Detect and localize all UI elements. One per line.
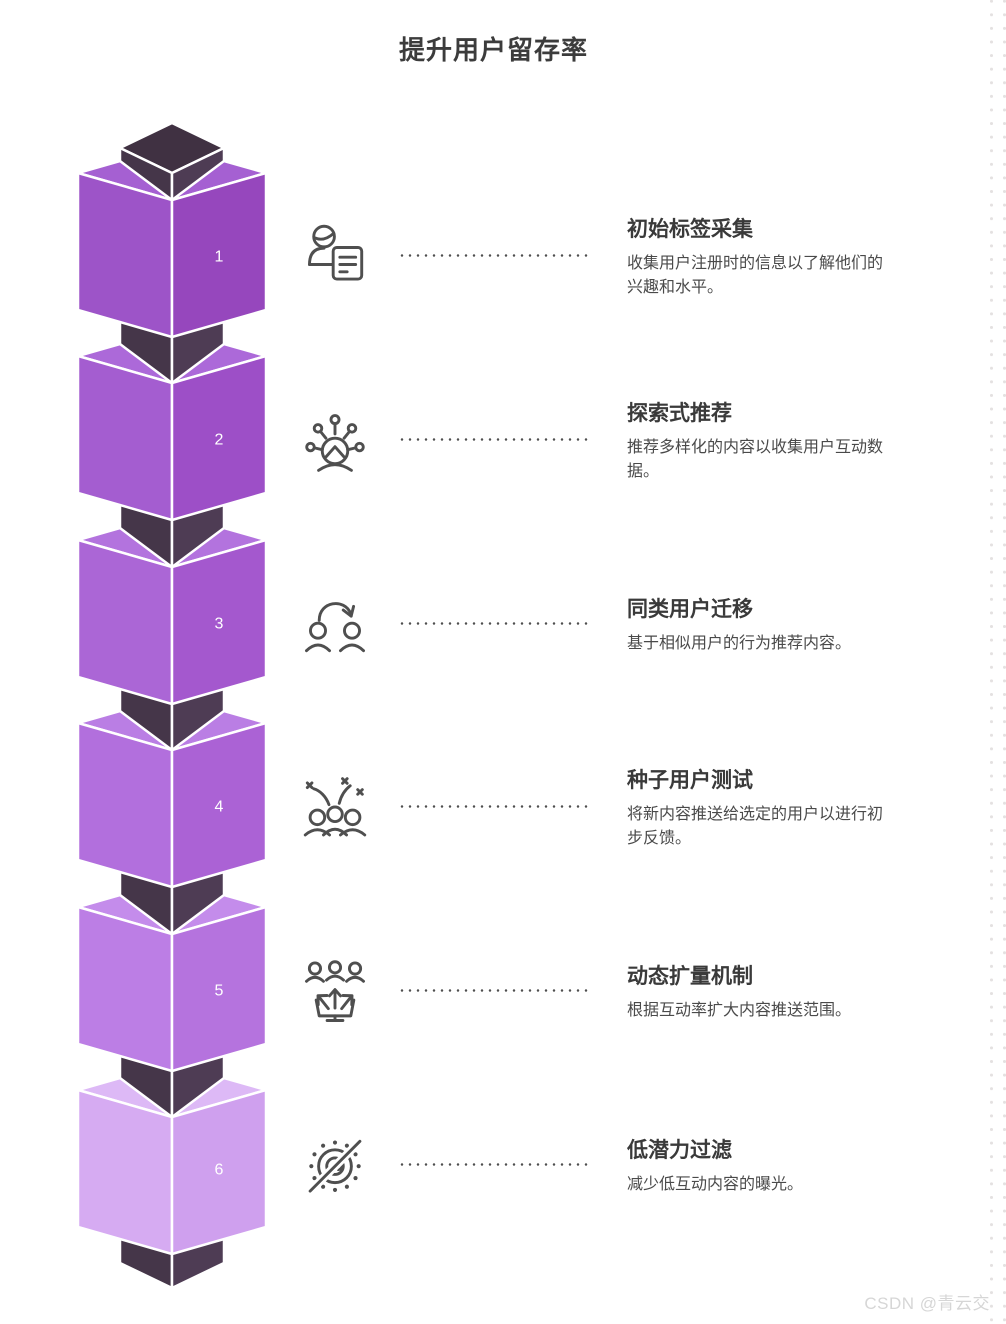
dotted-connector (398, 254, 590, 257)
audience-sparkles-icon (303, 777, 367, 837)
step-row-6: 低潜力过滤 减少低互动内容的曝光。 (0, 1105, 1006, 1225)
block-6-number: 6 (215, 1162, 224, 1179)
user-profile-card-icon (308, 224, 364, 281)
block-1: 1 (76, 159, 268, 339)
broadcast-expand-screen-icon (305, 960, 365, 1022)
step-4-description: 将新内容推送给选定的用户以进行初步反馈。 (627, 805, 884, 847)
block-4-right-face (170, 721, 268, 889)
block-4: 4 (76, 709, 268, 889)
step-2-text: 探索式推荐 推荐多样化的内容以收集用户互动数据。 (627, 380, 937, 500)
step-3-icon-box (301, 590, 369, 658)
block-2-number: 2 (215, 432, 224, 449)
block-1-right-face (170, 171, 268, 339)
step-2-title: 探索式推荐 (627, 401, 732, 425)
user-migration-arrow-icon (305, 602, 365, 653)
step-4-text: 种子用户测试 将新内容推送给选定的用户以进行初步反馈。 (627, 747, 937, 867)
step-row-4: 种子用户测试 将新内容推送给选定的用户以进行初步反馈。 (0, 747, 1006, 867)
dotted-connector (398, 622, 590, 625)
step-6-text: 低潜力过滤 减少低互动内容的曝光。 (627, 1105, 937, 1225)
step-row-5: 动态扩量机制 根据互动率扩大内容推送范围。 (0, 931, 1006, 1051)
step-2-icon-box (301, 406, 369, 474)
step-4-icon-box (301, 773, 369, 841)
block-1-number: 1 (215, 249, 224, 266)
step-row-2: 探索式推荐 推荐多样化的内容以收集用户互动数据。 (0, 380, 1006, 500)
block-5-right-face (170, 905, 268, 1073)
block-5: 5 (76, 893, 268, 1073)
block-4-number: 4 (215, 799, 224, 816)
step-1-text: 初始标签采集 收集用户注册时的信息以了解他们的兴趣和水平。 (627, 196, 937, 316)
step-3-description: 基于相似用户的行为推荐内容。 (627, 634, 852, 652)
step-row-3: 同类用户迁移 基于相似用户的行为推荐内容。 (0, 564, 1006, 684)
dotted-connector (398, 438, 590, 441)
block-6-right-face (170, 1088, 268, 1256)
step-2-description: 推荐多样化的内容以收集用户互动数据。 (627, 438, 884, 480)
dotted-connector (398, 989, 590, 992)
step-1-icon-box (301, 222, 369, 290)
step-1-description: 收集用户注册时的信息以了解他们的兴趣和水平。 (627, 254, 884, 296)
block-3-number: 3 (215, 616, 224, 633)
dotted-connector (398, 1163, 590, 1166)
step-5-icon-box (301, 957, 369, 1025)
block-3-right-face (170, 538, 268, 706)
block-5-number: 5 (215, 983, 224, 1000)
step-5-description: 根据互动率扩大内容推送范围。 (627, 1001, 852, 1019)
step-row-1: 初始标签采集 收集用户注册时的信息以了解他们的兴趣和水平。 (0, 196, 1006, 316)
block-3: 3 (76, 526, 268, 706)
step-3-title: 同类用户迁移 (627, 597, 753, 621)
idea-network-user-icon (305, 414, 365, 472)
block-2-right-face (170, 354, 268, 522)
dotted-connector (398, 805, 590, 808)
step-5-text: 动态扩量机制 根据互动率扩大内容推送范围。 (627, 931, 937, 1051)
page-title: 提升用户留存率 (398, 35, 588, 65)
step-3-text: 同类用户迁移 基于相似用户的行为推荐内容。 (627, 564, 937, 684)
visibility-off-radar-icon (308, 1139, 362, 1193)
block-6: 6 (76, 1076, 268, 1256)
step-6-icon-box (301, 1131, 369, 1199)
step-6-description: 减少低互动内容的曝光。 (627, 1175, 804, 1193)
background-dot-grid (980, 0, 1006, 1324)
step-4-title: 种子用户测试 (627, 768, 753, 792)
watermark: CSDN @青云交 (864, 1294, 990, 1313)
block-2: 2 (76, 342, 268, 522)
step-1-title: 初始标签采集 (627, 217, 753, 241)
step-6-title: 低潜力过滤 (627, 1138, 732, 1162)
step-5-title: 动态扩量机制 (627, 964, 753, 988)
